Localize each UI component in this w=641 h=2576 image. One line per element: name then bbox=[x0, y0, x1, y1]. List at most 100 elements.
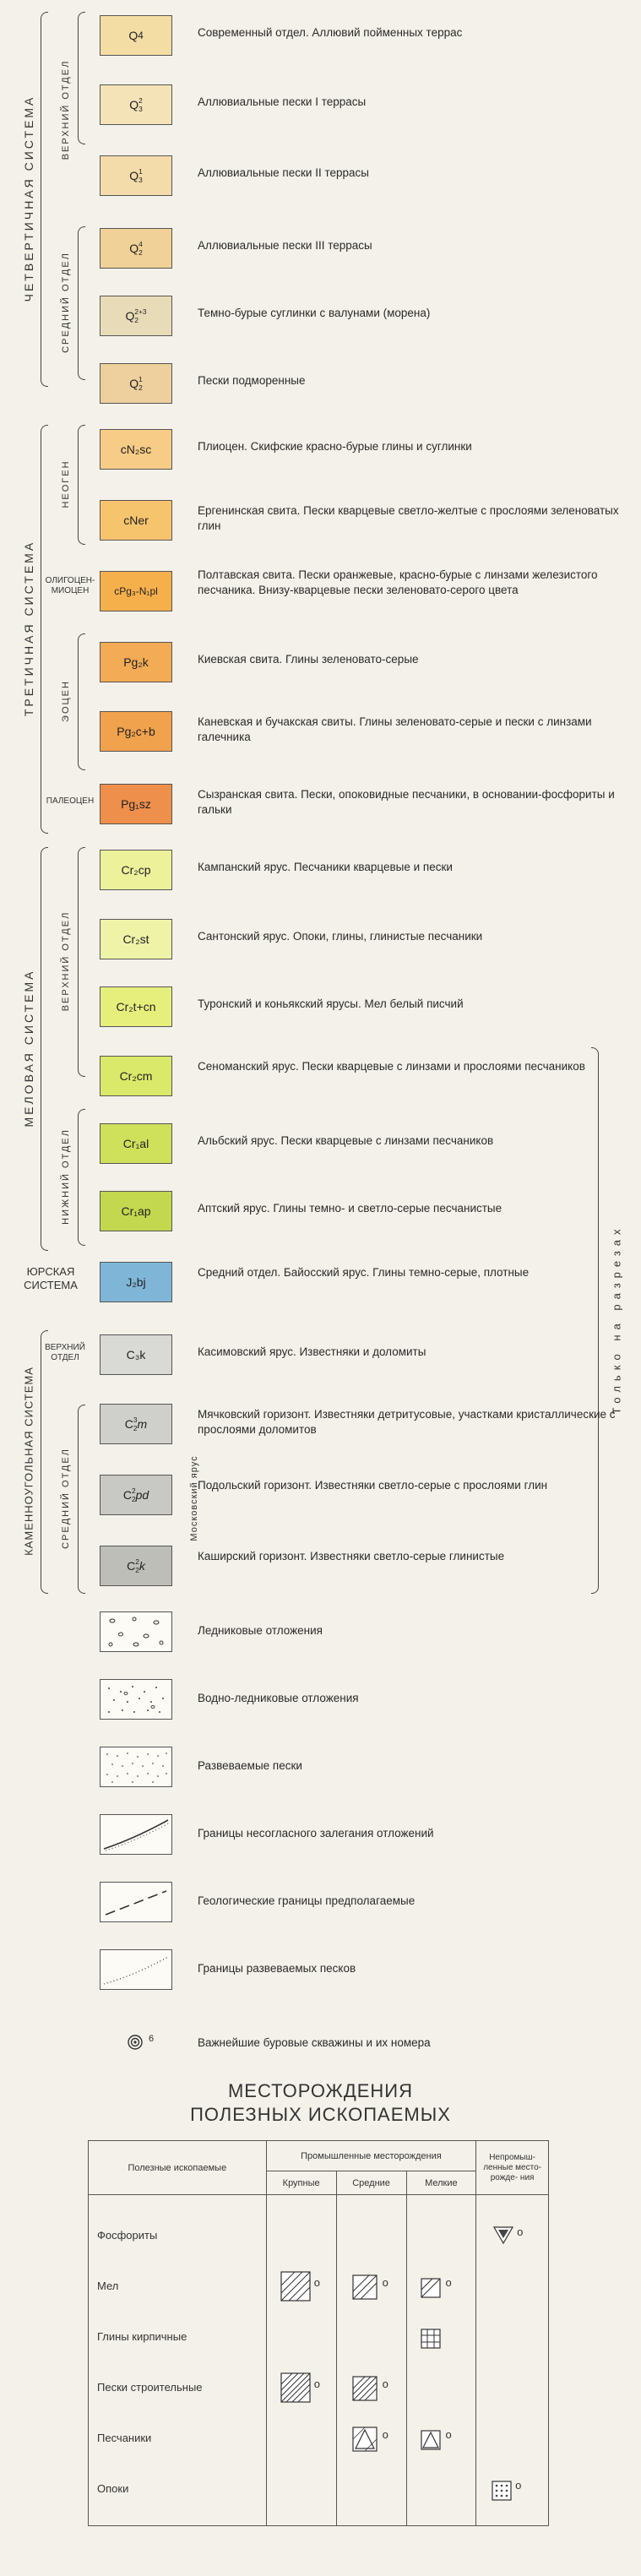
header-large: Крупные bbox=[265, 2171, 337, 2195]
c-middle-bracket bbox=[78, 1405, 85, 1594]
swatch-cr2st: Cr₂st bbox=[100, 919, 172, 959]
c-middle-label: СРЕДНИЙ ОТДЕЛ bbox=[61, 1448, 71, 1549]
swatch-cr2tcn: Cr₂t+cn bbox=[100, 986, 172, 1027]
cretaceous-label: МЕЛОВАЯ СИСТЕМА bbox=[22, 969, 35, 1128]
swatch-pg2cb: Pg₂c+b bbox=[100, 711, 172, 752]
blown-bounds-desc: Границы развеваемых песков bbox=[198, 1962, 356, 1975]
deposit-row-brick-clay: Глины кирпичные bbox=[88, 2311, 549, 2362]
moscow-stage-label: Московский ярус bbox=[189, 1455, 199, 1541]
desc-cr1ap: Аптский ярус. Глины темно- и светло-серы… bbox=[198, 1202, 502, 1215]
swatch-pg1sz: Pg₁sz bbox=[100, 784, 172, 824]
header-mineral: Полезные ископаемые bbox=[88, 2140, 267, 2195]
desc-q2-1: Пески подморенные bbox=[198, 374, 306, 387]
opoka-symbol-icon bbox=[492, 2480, 512, 2501]
deposit-name: Мел bbox=[88, 2260, 267, 2312]
desc-j2bj: Средний отдел. Байосский ярус. Глины тем… bbox=[198, 1266, 530, 1279]
desc-ner: Ергенинская свита. Пески кварцевые светл… bbox=[198, 504, 619, 532]
header-industrial: Промышленные месторождения bbox=[265, 2140, 477, 2171]
chalk-small-symbol-icon bbox=[420, 2277, 441, 2298]
only-sections-label: Только на разрезах bbox=[610, 1224, 623, 1415]
tertiary-bracket bbox=[41, 425, 48, 834]
swatch-cr1al: Cr₁al bbox=[100, 1123, 172, 1164]
borehole-number: 6 bbox=[149, 2034, 155, 2044]
desc-pg2cb: Каневская и бучакская свиты. Глины зелен… bbox=[198, 715, 592, 743]
blown-sands-pattern-icon bbox=[106, 1753, 167, 1783]
cr-upper-label: ВЕРХНИЙ ОТДЕЛ bbox=[61, 910, 71, 1012]
swatch-j2bj: J₂bj bbox=[100, 1262, 172, 1302]
deposit-name: Глины кирпичные bbox=[88, 2311, 267, 2362]
desc-c3k: Касимовский ярус. Известняки и доломиты bbox=[198, 1345, 426, 1358]
assumed-bounds-swatch bbox=[100, 1882, 172, 1922]
desc-pg3n1: Полтавская свита. Пески оранжевые, красн… bbox=[198, 568, 598, 596]
assumed-bounds-line-icon bbox=[105, 1890, 167, 1916]
cretaceous-bracket bbox=[41, 847, 48, 1251]
tertiary-label: ТРЕТИЧНАЯ СИСТЕМА bbox=[22, 540, 35, 717]
neogene-label: НЕОГЕН bbox=[61, 459, 71, 508]
desc-q2-4: Аллювиальные пески III террасы bbox=[198, 239, 372, 252]
cr-upper-bracket bbox=[78, 847, 85, 1077]
sandstone-medium-symbol-icon bbox=[351, 2426, 378, 2452]
blown-sands-desc: Развеваемые пески bbox=[198, 1759, 302, 1772]
brick-clay-symbol-icon bbox=[420, 2328, 441, 2349]
q-upper-bracket bbox=[78, 12, 85, 144]
sand-large-symbol-icon bbox=[280, 2372, 311, 2403]
only-sections-bracket bbox=[591, 1047, 599, 1594]
swatch-pg3n1: cPg₃-N₁pl bbox=[100, 571, 172, 611]
desc-cr2cp: Кампанский ярус. Песчаники кварцевые и п… bbox=[198, 861, 453, 873]
deposit-row-building-sand: Пески строительные о о bbox=[88, 2361, 549, 2413]
desc-cr2tcn: Туронский и коньякский ярусы. Мел белый … bbox=[198, 997, 464, 1010]
blown-sands-swatch bbox=[100, 1747, 172, 1787]
phosphorite-symbol-icon bbox=[493, 2225, 514, 2244]
desc-cr2cm: Сеноманский ярус. Пески кварцевые с линз… bbox=[198, 1060, 585, 1073]
neogene-bracket bbox=[78, 425, 85, 545]
swatch-c3k: C₃k bbox=[100, 1334, 172, 1375]
header-small: Мелкие bbox=[405, 2171, 477, 2195]
eocene-label: ЭОЦЕН bbox=[61, 680, 71, 722]
jurassic-label: ЮРСКАЯ СИСТЕМА bbox=[24, 1265, 78, 1291]
desc-cr2st: Сантонский ярус. Опоки, глины, глинистые… bbox=[198, 930, 483, 943]
oligocene-label: ОЛИГОЦЕН-МИОЦЕН bbox=[45, 576, 95, 595]
desc-c2m: Мячковский горизонт. Известняки детритус… bbox=[198, 1408, 616, 1436]
desc-c2pd: Подольский горизонт. Известняки светло-с… bbox=[198, 1479, 548, 1492]
deposits-title-line2: ПОЛЕЗНЫХ ИСКОПАЕМЫХ bbox=[190, 2104, 451, 2125]
blown-bounds-swatch bbox=[100, 1949, 172, 1990]
desc-n2sc: Плиоцен. Скифские красно-бурые глины и с… bbox=[198, 440, 472, 453]
swatch-cr2cm: Cr₂cm bbox=[100, 1056, 172, 1096]
desc-pg1sz: Сызранская свита. Пески, опоковидные пес… bbox=[198, 788, 615, 816]
unconformity-swatch bbox=[100, 1814, 172, 1855]
swatch-n2sc: cN₂sc bbox=[100, 429, 172, 470]
sand-medium-symbol-icon bbox=[351, 2375, 378, 2401]
unconformity-desc: Границы несогласного залегания отложений bbox=[198, 1827, 434, 1840]
deposit-row-phosphorites: Фосфориты о bbox=[88, 2209, 549, 2261]
q-middle-label: СРЕДНИЙ ОТДЕЛ bbox=[61, 252, 71, 353]
blown-bounds-line-icon bbox=[103, 1956, 169, 1985]
deposits-title-line1: МЕСТОРОЖДЕНИЯ bbox=[227, 2080, 413, 2101]
sandstone-small-symbol-icon bbox=[420, 2429, 441, 2450]
deposit-name: Фосфориты bbox=[88, 2209, 267, 2261]
deposit-row-sandstone: Песчаники о о bbox=[88, 2412, 549, 2464]
swatch-ner: cNer bbox=[100, 500, 172, 541]
borehole-desc: Важнейшие буровые скважины и их номера bbox=[198, 2036, 431, 2049]
deposit-row-opoka: Опоки о bbox=[88, 2463, 549, 2514]
glacial-desc: Ледниковые отложения bbox=[198, 1624, 323, 1637]
header-medium: Средние bbox=[335, 2171, 407, 2195]
swatch-cr1ap: Cr₁ap bbox=[100, 1191, 172, 1231]
deposit-name: Пески строительные bbox=[88, 2361, 267, 2413]
paleocene-label: ПАЛЕОЦЕН bbox=[46, 796, 95, 806]
borehole-icon bbox=[128, 2035, 143, 2050]
desc-cr1al: Альбский ярус. Пески кварцевые с линзами… bbox=[198, 1134, 494, 1147]
carboniferous-label: КАМЕННОУГОЛЬНАЯ СИСТЕМА bbox=[22, 1367, 35, 1556]
eocene-bracket bbox=[78, 633, 85, 770]
quaternary-bracket bbox=[41, 12, 48, 387]
unconformity-line-icon bbox=[103, 1819, 171, 1851]
fluvioglacial-desc: Водно-ледниковые отложения bbox=[198, 1692, 359, 1704]
assumed-bounds-desc: Геологические границы предполагаемые bbox=[198, 1894, 416, 1907]
